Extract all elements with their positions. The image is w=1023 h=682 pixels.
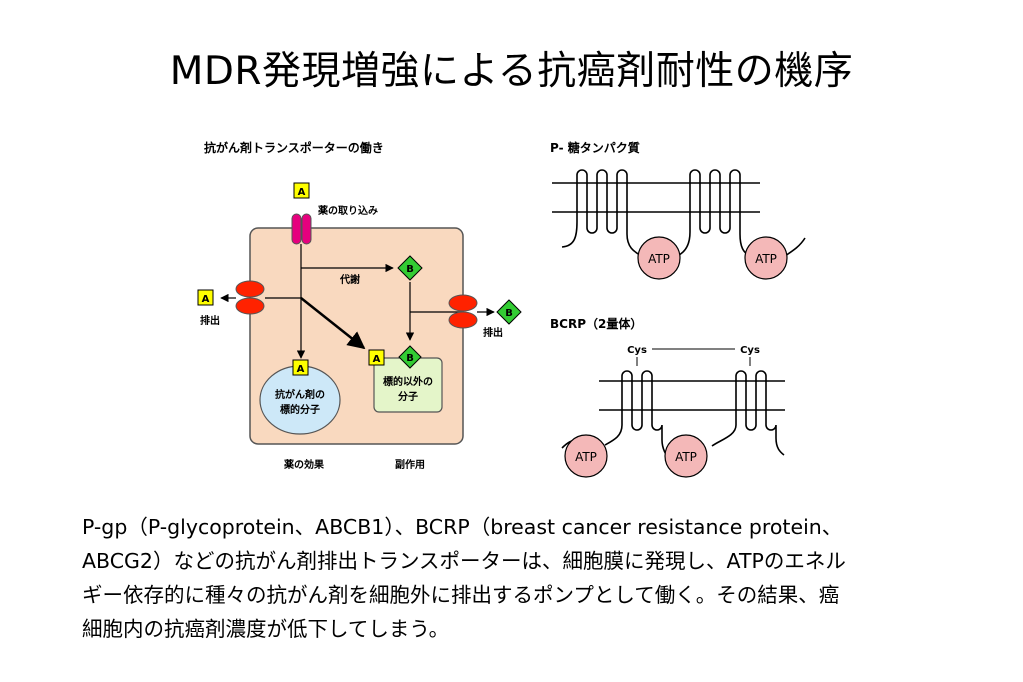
- metabolism-label: 代謝: [339, 273, 360, 286]
- caption-text: P-gp（P-glycoprotein、ABCB1）、BCRP（breast c…: [82, 510, 962, 646]
- svg-text:B: B: [406, 264, 414, 275]
- cys-label-1: Cys: [627, 345, 647, 356]
- effect-label: 薬の効果: [283, 458, 325, 471]
- efflux-pump-left: [235, 280, 265, 315]
- cys-label-2: Cys: [740, 345, 760, 356]
- svg-text:ATP: ATP: [675, 450, 697, 464]
- bcrp-panel-heading: BCRP（2量体）: [550, 316, 642, 331]
- svg-text:B: B: [406, 353, 414, 364]
- caption-line: P-gp（P-glycoprotein、ABCB1）、BCRP（breast c…: [82, 515, 843, 539]
- slide-title: MDR発現増強による抗癌剤耐性の機序: [169, 49, 854, 94]
- side-effect-label: 副作用: [395, 458, 425, 471]
- uptake-transporter: [291, 213, 312, 245]
- metabolite-b-intracellular: B: [397, 255, 423, 281]
- efflux-label-left: 排出: [200, 314, 220, 327]
- svg-text:A: A: [297, 364, 305, 375]
- svg-text:A: A: [373, 354, 381, 365]
- drug-a-outside: A: [293, 182, 310, 199]
- svg-text:ATP: ATP: [648, 252, 670, 266]
- caption-line: ABCG2）などの抗がん剤排出トランスポーターは、細胞膜に発現し、ATPのエネル: [82, 549, 846, 573]
- nontarget-label-line1: 標的以外の: [383, 375, 433, 388]
- nontarget-label-line2: 分子: [398, 390, 418, 403]
- bcrp-atp-domain-2: ATP: [664, 434, 708, 478]
- bcrp-membrane: [599, 380, 785, 411]
- pgp-membrane: [552, 182, 760, 213]
- svg-text:ATP: ATP: [755, 252, 777, 266]
- efflux-label-right: 排出: [483, 326, 503, 339]
- efflux-pump-right: [448, 294, 478, 329]
- svg-text:ATP: ATP: [575, 450, 597, 464]
- uptake-label: 薬の取り込み: [317, 204, 378, 217]
- svg-text:A: A: [298, 187, 306, 198]
- nontarget-molecule: A B 標的以外の 分子: [368, 345, 443, 413]
- target-label-line1: 抗がん剤の: [275, 388, 325, 401]
- svg-text:A: A: [202, 294, 210, 305]
- metabolite-b-effluxed: B: [496, 299, 522, 325]
- pgp-atp-domain-2: ATP: [744, 236, 788, 280]
- off-target-arrow: [300, 297, 366, 350]
- target-label-line2: 標的分子: [280, 403, 320, 416]
- caption-line: 細胞内の抗癌剤濃度が低下してしまう。: [82, 617, 450, 641]
- bcrp-atp-domain-1: ATP: [564, 434, 608, 478]
- svg-text:B: B: [505, 308, 513, 319]
- disulfide-bond: [636, 348, 751, 366]
- drug-a-effluxed: A: [197, 289, 214, 306]
- pgp-atp-domain-1: ATP: [637, 236, 681, 280]
- transporter-panel-heading: 抗がん剤トランスポーターの働き: [204, 140, 384, 155]
- caption-line: ギー依存的に種々の抗がん剤を細胞外に排出するポンプとして働く。その結果、癌: [82, 583, 840, 607]
- pgp-panel-heading: P- 糖タンパク質: [550, 140, 640, 155]
- target-molecule: A 抗がん剤の 標的分子: [259, 359, 341, 435]
